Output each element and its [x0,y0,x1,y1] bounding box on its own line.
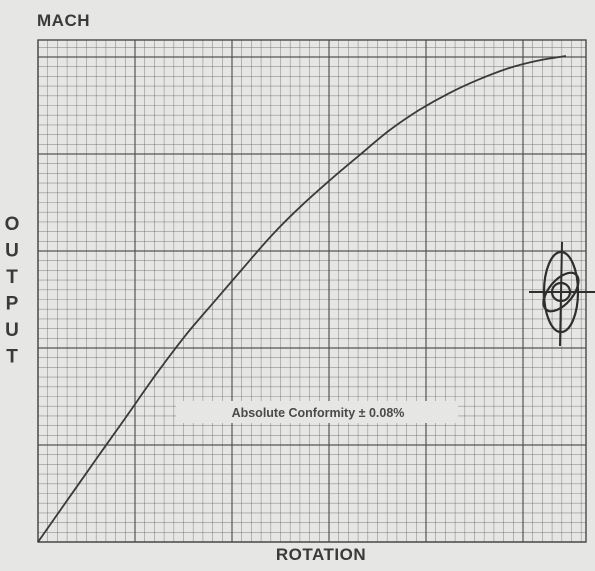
series-line [37,55,567,543]
annotation-conformity: Absolute Conformity ± 0.08% [232,406,405,420]
y-axis-label-letter: U [5,320,19,341]
y-axis-label-letter: T [6,347,18,368]
ellipse-crosshair-icon [529,241,595,347]
y-axis-label-letter: U [5,241,19,262]
y-axis-label-letter: T [6,267,18,288]
y-axis-label-letter: O [5,214,20,235]
annotation-background [176,401,458,423]
x-axis-label: ROTATION [276,545,366,564]
grid-minor [37,40,586,543]
y-axis-label-letter: P [6,294,19,315]
chart-title: MACH [37,11,90,30]
